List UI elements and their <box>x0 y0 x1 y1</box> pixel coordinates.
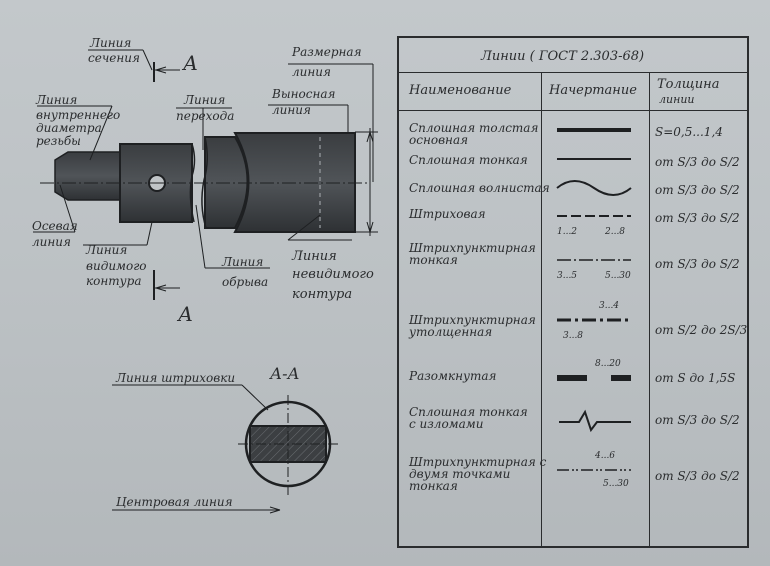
row6-dim-1: 3...4 <box>599 301 620 311</box>
row6-name-1: Штрихпунктирная <box>409 313 536 327</box>
row4-thickness: от S/3 до S/2 <box>655 211 740 225</box>
label-axis-2: линия <box>32 235 71 249</box>
row6-name-2: утолщенная <box>409 325 493 339</box>
row6-dim-2: 3...8 <box>563 331 584 341</box>
label-invisible-2: невидимого <box>292 267 374 282</box>
table-title: Линии ( ГОСТ 2.303-68) <box>481 49 645 64</box>
row2-name: Сплошная тонкая <box>409 153 528 167</box>
label-visible-1: Линия <box>86 243 128 257</box>
label-thread-1: Линия <box>36 93 78 107</box>
column-divider-2 <box>649 72 650 546</box>
label-dimension-line-1: Размерная <box>292 45 362 59</box>
row6-thickness: от S/2 до 2S/3 <box>655 323 748 337</box>
row3-thickness: от S/3 до S/2 <box>655 183 740 197</box>
row2-thickness: от S/3 до S/2 <box>655 155 740 169</box>
column-divider-1 <box>541 72 542 546</box>
row9-name-1: Штрихпунктирная с <box>409 455 547 469</box>
row9-thickness: от S/3 до S/2 <box>655 469 740 483</box>
row8-thickness: от S/3 до S/2 <box>655 413 740 427</box>
section-letter-top: А <box>183 51 199 75</box>
label-center-line: Центровая линия <box>116 495 233 509</box>
row9-name-3: тонкая <box>409 479 458 493</box>
row5-dim-1: 3...5 <box>557 271 578 281</box>
table-column-header-row <box>399 72 747 111</box>
section-line-a <box>153 62 180 300</box>
label-thread-4: резьбы <box>36 134 81 148</box>
label-section-name: А-А <box>270 364 300 383</box>
row3-name: Сплошная волнистая <box>409 181 550 195</box>
section-view <box>180 395 338 514</box>
table-title-row: Линии ( ГОСТ 2.303-68) <box>399 38 747 73</box>
label-thread-2: внутреннего <box>36 108 121 122</box>
row5-name-2: тонкая <box>409 253 458 267</box>
row1-thickness: S=0,5...1,4 <box>655 125 723 139</box>
label-section-line-1: Линия <box>90 36 132 50</box>
leader-lines <box>33 49 352 511</box>
label-invisible-3: контура <box>292 287 353 302</box>
label-hatching: Линия штриховки <box>116 371 236 385</box>
row4-dim-1: 1...2 <box>557 227 578 237</box>
row8-name-1: Сплошная тонкая <box>409 405 528 419</box>
row5-dim-2: 5...30 <box>605 271 631 281</box>
label-thread-3: диаметра <box>36 121 102 135</box>
row9-dim-2: 5...30 <box>603 479 629 489</box>
label-section-line-2: сечения <box>88 51 140 65</box>
label-transition-1: Линия <box>184 93 226 107</box>
sample-wavy <box>556 180 632 196</box>
label-extension-1: Выносная <box>272 87 336 101</box>
row7-name: Разомкнутая <box>409 369 497 383</box>
col-header-thickness-2: линии <box>659 93 695 106</box>
row5-name-1: Штрихпунктирная <box>409 241 536 255</box>
label-invisible-1: Линия <box>292 249 337 264</box>
col-header-thickness-1: Толщина <box>657 77 720 92</box>
row7-thickness: от S до 1,5S <box>655 371 736 385</box>
sample-zigzag <box>559 409 631 433</box>
shaft-drawing <box>33 49 378 514</box>
row9-name-2: двумя точками <box>409 467 511 481</box>
col-header-name: Наименование <box>409 83 512 98</box>
row8-name-2: с изломами <box>409 417 484 431</box>
row5-thickness: от S/3 до S/2 <box>655 257 740 271</box>
label-dimension-line-2: линия <box>292 65 331 79</box>
row4-dim-2: 2...8 <box>605 227 626 237</box>
line-style-samples <box>556 128 632 471</box>
row1-name-1: Сплошная толстая <box>409 121 539 135</box>
shaft-small-end <box>54 151 123 201</box>
line-types-table: Линии ( ГОСТ 2.303-68) Наименование Наче… <box>397 36 749 548</box>
row9-dim-1: 4...6 <box>595 451 616 461</box>
section-letter-bottom: А <box>178 302 194 326</box>
label-break-2: обрыва <box>222 275 269 289</box>
row7-dim-1: 8...20 <box>595 359 621 369</box>
dimension-lines <box>268 63 378 236</box>
label-transition-2: перехода <box>176 109 235 123</box>
label-break-1: Линия <box>222 255 264 269</box>
label-visible-3: контура <box>86 274 142 288</box>
row1-name-2: основная <box>409 133 469 147</box>
col-header-style: Начертание <box>549 83 637 98</box>
row4-name: Штриховая <box>409 207 486 221</box>
label-visible-2: видимого <box>86 259 147 273</box>
label-axis-1: Осевая <box>32 219 78 233</box>
label-extension-2: линия <box>272 103 311 117</box>
